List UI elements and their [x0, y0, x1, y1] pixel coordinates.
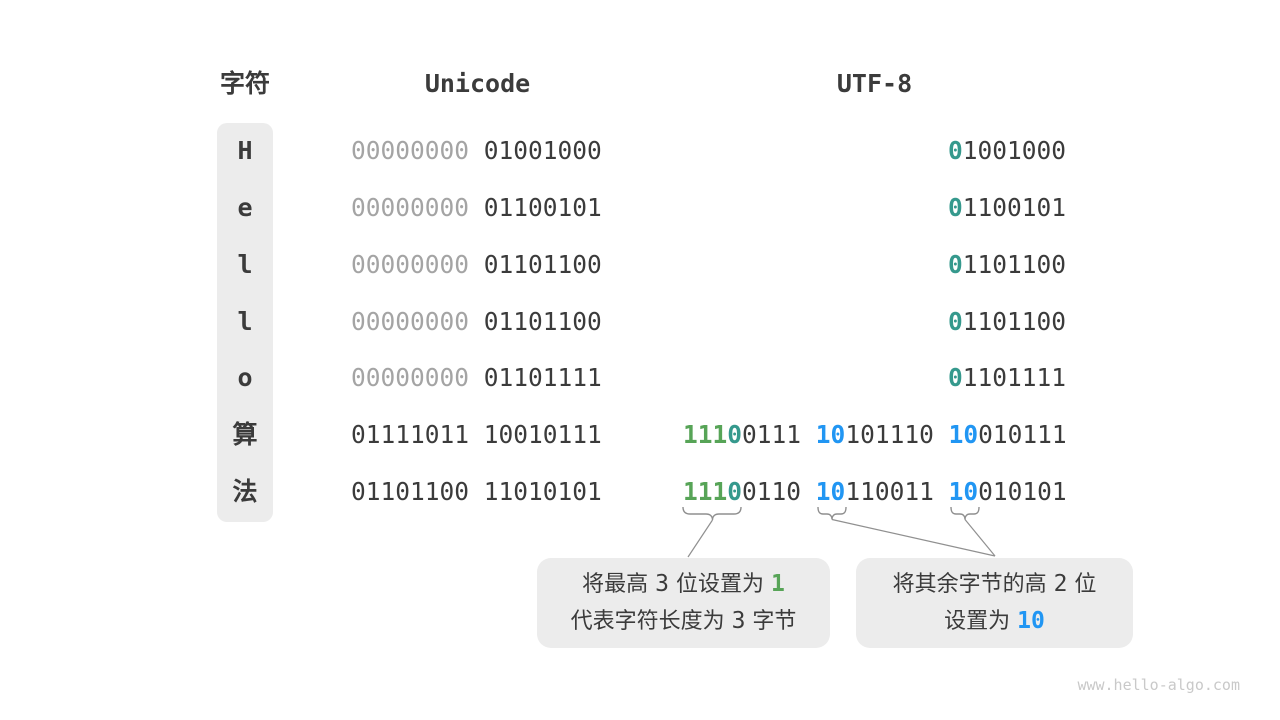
- callout-text-line: 设置为 10: [944, 603, 1045, 640]
- text-segment: 10: [948, 420, 979, 449]
- text-segment: 将最高: [582, 572, 656, 597]
- text-segment: 0111: [742, 420, 816, 449]
- utf8-bits-cell: 01100101: [683, 190, 1066, 226]
- unicode-bits-cell: 00000000 01101100: [351, 247, 604, 283]
- text-segment: 00000000: [351, 250, 484, 279]
- text-segment: 01101100: [483, 250, 602, 279]
- text-segment: 代表字符长度为: [570, 609, 732, 634]
- text-segment: 00000000: [351, 307, 484, 336]
- unicode-bits-cell: 00000000 01100101: [351, 190, 604, 226]
- character-column-panel: [217, 123, 273, 522]
- character-cell: 算: [232, 420, 258, 449]
- text-segment: 0110: [742, 477, 816, 506]
- text-segment: 01101111: [483, 363, 602, 392]
- utf8-bits-cell: 01101100: [683, 247, 1066, 283]
- text-segment: 将其余字节的高: [892, 572, 1054, 597]
- character-cell: 法: [232, 477, 258, 506]
- text-segment: 设置为: [944, 609, 1018, 634]
- utf8-bits-cell: 11100111 10101110 10010111: [683, 417, 1067, 453]
- text-segment: 位: [1067, 572, 1097, 597]
- text-segment: 字节: [745, 609, 797, 634]
- text-segment: 10: [815, 420, 846, 449]
- text-segment: 01100101: [483, 193, 602, 222]
- text-segment: 01101100 11010101: [351, 477, 602, 506]
- text-segment: 01111011 10010111: [351, 420, 602, 449]
- text-segment: 00000000: [351, 193, 484, 222]
- text-segment: 1100101: [962, 193, 1066, 222]
- unicode-bits-cell: 01101100 11010101: [351, 474, 604, 510]
- utf8-bits-cell: 01001000: [683, 133, 1066, 169]
- unicode-bits-cell: 00000000 01001000: [351, 133, 604, 169]
- text-segment: 10: [815, 477, 846, 506]
- text-segment: 111: [683, 420, 728, 449]
- header-utf8: UTF-8: [836, 69, 913, 98]
- utf8-bits-cell: 01101111: [683, 360, 1066, 396]
- character-cell: H: [237, 136, 253, 165]
- header-unicode: Unicode: [424, 69, 531, 98]
- text-segment: 1: [771, 571, 785, 597]
- text-segment: 0: [727, 420, 743, 449]
- text-segment: 1101111: [962, 363, 1066, 392]
- text-segment: 0: [947, 193, 963, 222]
- text-segment: 101110: [845, 420, 949, 449]
- text-segment: 010101: [978, 477, 1067, 506]
- character-cell: e: [237, 193, 253, 222]
- text-segment: 110011: [845, 477, 949, 506]
- character-cell: o: [237, 363, 253, 392]
- text-segment: 位设置为: [669, 572, 771, 597]
- text-segment: 01001000: [483, 136, 602, 165]
- text-segment: 1001000: [962, 136, 1066, 165]
- text-segment: 01101100: [483, 307, 602, 336]
- text-segment: 10: [1017, 608, 1045, 634]
- callout-pointer-line-1110: [687, 519, 714, 558]
- text-segment: 0: [947, 250, 963, 279]
- text-segment: 0: [947, 136, 963, 165]
- text-segment: 0: [727, 477, 743, 506]
- callout-box-continuation-bits: 将其余字节的高 2 位设置为 10: [856, 558, 1133, 648]
- text-segment: 0: [947, 307, 963, 336]
- callout-text-line: 将最高 3 位设置为 1: [582, 566, 785, 603]
- watermark: www.hello-algo.com: [1077, 676, 1240, 694]
- text-segment: 3: [731, 608, 746, 634]
- text-segment: 111: [683, 477, 728, 506]
- utf8-bits-cell: 01101100: [683, 304, 1066, 340]
- utf8-bits-cell: 11100110 10110011 10010101: [683, 474, 1067, 510]
- text-segment: 10: [948, 477, 979, 506]
- text-segment: 1101100: [962, 307, 1066, 336]
- callout-pointer-line-10-byte3: [964, 519, 996, 557]
- unicode-bits-cell: 00000000 01101100: [351, 304, 604, 340]
- text-segment: 00000000: [351, 363, 484, 392]
- text-segment: 1101100: [962, 250, 1066, 279]
- unicode-bits-cell: 01111011 10010111: [351, 417, 604, 453]
- callout-text-line: 将其余字节的高 2 位: [893, 566, 1097, 603]
- unicode-bits-cell: 00000000 01101111: [351, 360, 604, 396]
- text-segment: 3: [655, 571, 669, 597]
- character-cell: l: [237, 307, 253, 336]
- text-segment: 2: [1053, 571, 1068, 597]
- character-cell: l: [237, 250, 253, 279]
- callout-text-line: 代表字符长度为 3 字节: [571, 603, 797, 640]
- text-segment: 00000000: [351, 136, 484, 165]
- text-segment: 0: [947, 363, 963, 392]
- callout-pointer-line-10-byte2: [831, 518, 996, 557]
- header-character: 字符: [219, 69, 270, 98]
- text-segment: 010111: [978, 420, 1067, 449]
